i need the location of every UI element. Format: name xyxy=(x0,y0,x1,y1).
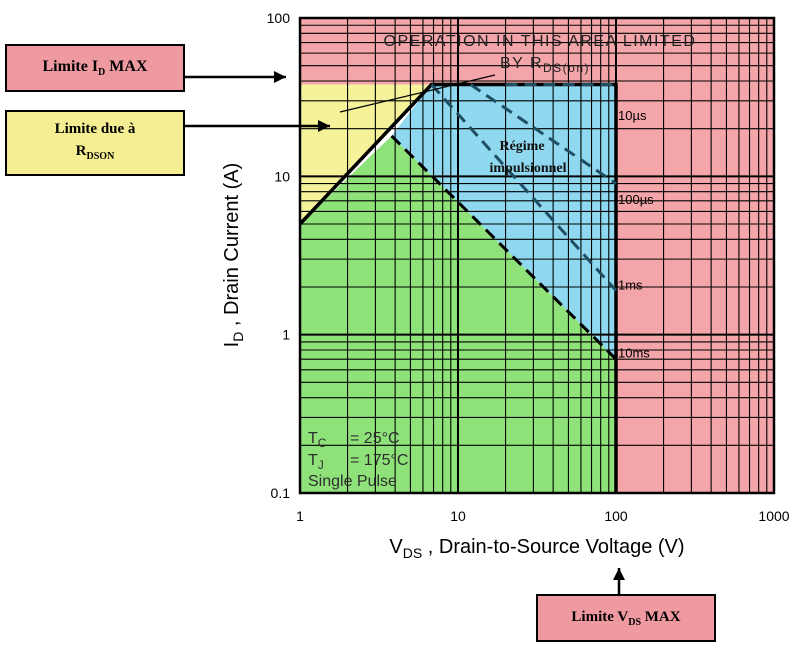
curve-label: 1ms xyxy=(618,277,643,292)
arrow-rds-on-head xyxy=(318,120,330,132)
curve-label: 10ms xyxy=(618,346,650,361)
tj-label: TJ xyxy=(308,452,324,472)
single-pulse-label: Single Pulse xyxy=(308,473,397,490)
y-axis-title: ID , Drain Current (A) xyxy=(221,163,246,348)
y-tick-label: 100 xyxy=(267,10,291,26)
dc-10ms-line xyxy=(390,134,618,361)
y-tick-label: 10 xyxy=(274,168,290,184)
x-tick-label: 100 xyxy=(604,508,628,524)
chart-regions xyxy=(300,18,774,493)
curve-label: 10µs xyxy=(618,108,647,123)
x-axis-title: VDS , Drain-to-Source Voltage (V) xyxy=(389,536,684,561)
pulse-1ms-line xyxy=(430,83,618,292)
plot-frame xyxy=(298,16,776,495)
tj-value: = 175°C xyxy=(350,452,408,469)
area-limited-text-line2: BY RDS(on) xyxy=(500,55,590,75)
regime-label-line2: impulsionnel xyxy=(489,161,566,176)
y-tick-label: 0.1 xyxy=(271,485,291,501)
y-tick-label: 1 xyxy=(282,327,290,343)
arrow-vds-max-head xyxy=(613,568,625,580)
x-tick-label: 10 xyxy=(450,508,466,524)
curve-label: 100µs xyxy=(618,192,654,207)
callout-vds-max: Limite VDS MAX xyxy=(536,594,716,642)
area-limited-text-line1: OPERATION IN THIS AREA LIMITED xyxy=(384,33,697,50)
regime-label-line1: Régime xyxy=(499,139,544,154)
x-tick-label: 1000 xyxy=(758,508,789,524)
chart-boundaries xyxy=(298,82,618,493)
tc-value: = 25°C xyxy=(350,430,400,447)
tc-label: TC xyxy=(308,430,327,450)
region-pulsed xyxy=(391,84,616,360)
area-limited-pointer xyxy=(339,74,496,113)
callout-id-max: Limite ID MAX xyxy=(5,44,185,92)
arrow-id-max-head xyxy=(274,71,286,83)
rds-on-line xyxy=(298,83,433,226)
region-id-max xyxy=(300,18,774,85)
x-tick-label: 1 xyxy=(296,508,304,524)
pulse-100us-line xyxy=(469,83,617,185)
callout-rds-on: Limite due à RDSON xyxy=(5,110,185,176)
region-vds-max xyxy=(616,84,774,493)
